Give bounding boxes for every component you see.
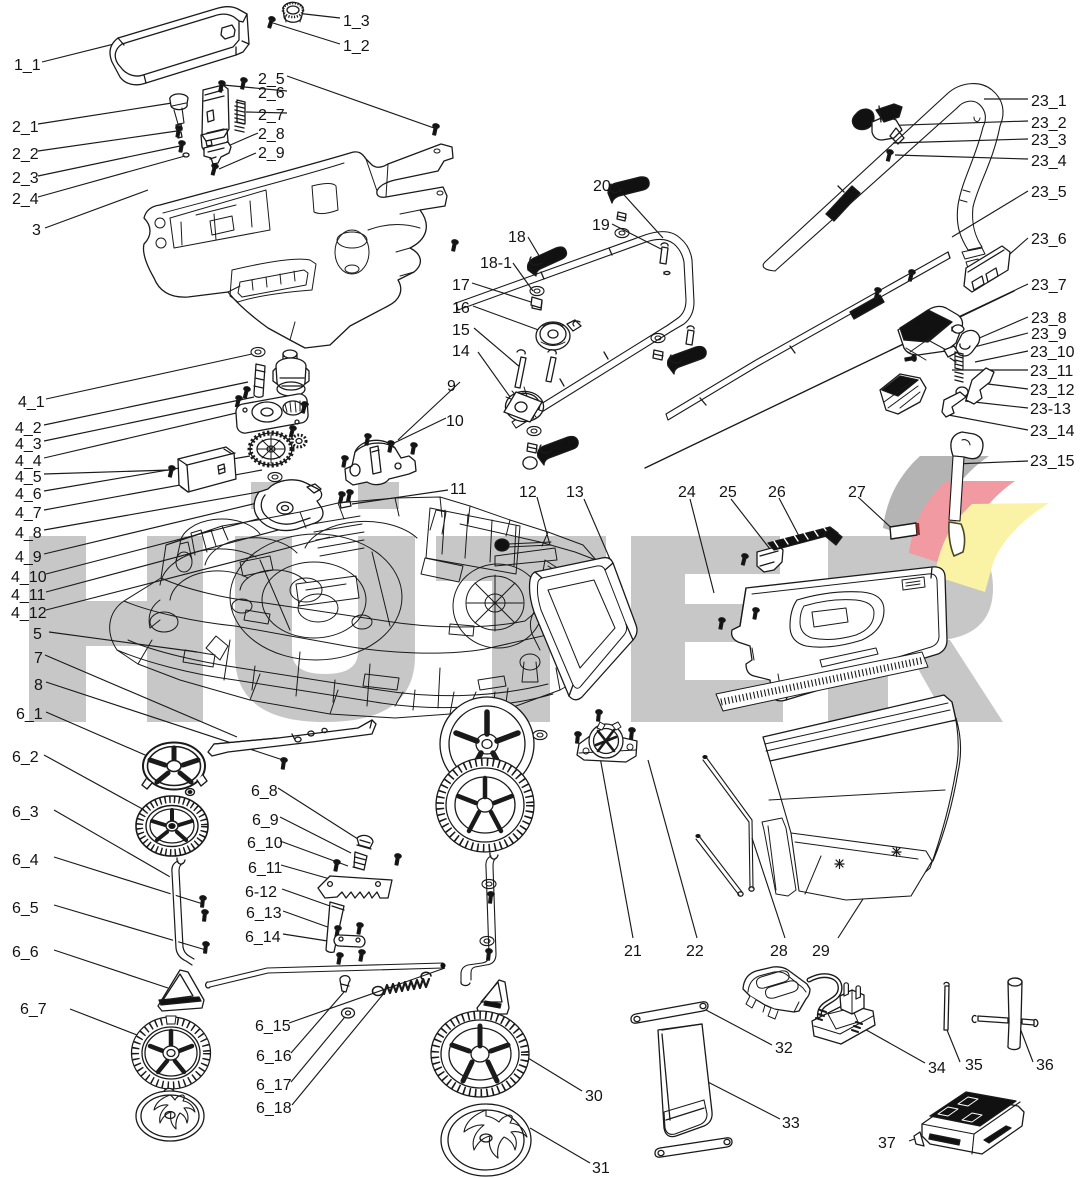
svg-text:4_7: 4_7 [15, 505, 42, 522]
svg-text:4_12: 4_12 [11, 605, 47, 622]
svg-text:10: 10 [446, 413, 464, 430]
svg-text:31: 31 [592, 1160, 610, 1177]
svg-text:26: 26 [768, 484, 786, 501]
svg-text:4_3: 4_3 [15, 436, 42, 453]
svg-text:1_3: 1_3 [343, 13, 370, 30]
svg-text:23_3: 23_3 [1031, 132, 1067, 149]
svg-text:6_18: 6_18 [256, 1100, 292, 1117]
svg-text:6_11: 6_11 [248, 860, 283, 877]
svg-text:2_6: 2_6 [258, 85, 285, 102]
svg-text:4_1: 4_1 [18, 394, 45, 411]
svg-text:2_9: 2_9 [258, 145, 285, 162]
svg-text:6_2: 6_2 [12, 749, 39, 766]
svg-text:23_9: 23_9 [1031, 326, 1067, 343]
svg-text:3: 3 [32, 222, 41, 239]
svg-text:15: 15 [452, 322, 470, 339]
svg-text:37: 37 [878, 1135, 896, 1152]
svg-text:6_4: 6_4 [12, 852, 39, 869]
svg-text:32: 32 [775, 1040, 793, 1057]
svg-text:4_8: 4_8 [15, 525, 42, 542]
svg-text:13: 13 [566, 484, 584, 501]
svg-text:4_9: 4_9 [15, 549, 42, 566]
svg-text:6_7: 6_7 [20, 1001, 47, 1018]
svg-text:6_5: 6_5 [12, 900, 39, 917]
svg-text:23_10: 23_10 [1030, 344, 1075, 361]
svg-text:23_12: 23_12 [1030, 382, 1075, 399]
svg-text:6_10: 6_10 [247, 835, 283, 852]
svg-text:2_7: 2_7 [258, 107, 285, 124]
svg-text:2_2: 2_2 [12, 146, 39, 163]
svg-text:33: 33 [782, 1115, 800, 1132]
svg-text:23-13: 23-13 [1030, 401, 1071, 418]
svg-text:23_2: 23_2 [1031, 115, 1067, 132]
svg-text:36: 36 [1036, 1057, 1054, 1074]
svg-text:6_3: 6_3 [12, 804, 39, 821]
svg-text:6_14: 6_14 [245, 929, 281, 946]
svg-text:23_15: 23_15 [1030, 453, 1075, 470]
svg-text:7: 7 [34, 650, 43, 667]
svg-text:6_1: 6_1 [16, 706, 43, 723]
svg-text:1_2: 1_2 [343, 38, 370, 55]
svg-text:5: 5 [33, 626, 42, 643]
svg-text:9: 9 [447, 378, 456, 395]
svg-text:6_6: 6_6 [12, 944, 39, 961]
svg-text:22: 22 [686, 943, 704, 960]
svg-text:34: 34 [928, 1060, 946, 1077]
svg-text:6_16: 6_16 [256, 1048, 292, 1065]
svg-text:24: 24 [678, 484, 696, 501]
svg-text:23_7: 23_7 [1031, 277, 1067, 294]
svg-text:23_8: 23_8 [1031, 310, 1067, 327]
svg-text:20: 20 [593, 178, 611, 195]
svg-text:29: 29 [812, 943, 830, 960]
svg-text:4_5: 4_5 [15, 469, 42, 486]
svg-text:23_14: 23_14 [1030, 423, 1075, 440]
svg-text:6_8: 6_8 [251, 783, 278, 800]
svg-text:12: 12 [519, 484, 537, 501]
svg-text:2_4: 2_4 [12, 191, 39, 208]
svg-text:23_6: 23_6 [1031, 231, 1067, 248]
svg-text:1_1: 1_1 [14, 57, 41, 74]
svg-text:6-12: 6-12 [245, 884, 277, 901]
svg-text:28: 28 [770, 943, 788, 960]
svg-text:23_4: 23_4 [1031, 153, 1067, 170]
svg-text:4_11: 4_11 [11, 587, 46, 604]
svg-text:25: 25 [719, 484, 737, 501]
svg-text:23_1: 23_1 [1031, 93, 1067, 110]
svg-text:2_5: 2_5 [258, 71, 285, 88]
svg-text:6_15: 6_15 [255, 1018, 291, 1035]
svg-text:2_1: 2_1 [12, 119, 39, 136]
svg-text:23_11: 23_11 [1030, 363, 1073, 380]
svg-text:8: 8 [34, 677, 43, 694]
svg-text:11: 11 [450, 481, 467, 498]
svg-text:4_4: 4_4 [15, 453, 42, 470]
svg-text:6_13: 6_13 [246, 905, 282, 922]
svg-text:4_10: 4_10 [11, 569, 47, 586]
svg-text:4_6: 4_6 [15, 486, 42, 503]
svg-text:35: 35 [965, 1057, 983, 1074]
svg-text:6_9: 6_9 [252, 812, 279, 829]
svg-text:6_17: 6_17 [256, 1077, 292, 1094]
svg-text:4_2: 4_2 [15, 420, 42, 437]
svg-text:14: 14 [452, 343, 470, 360]
svg-text:18: 18 [508, 229, 526, 246]
svg-text:2_3: 2_3 [12, 170, 39, 187]
svg-text:30: 30 [585, 1088, 603, 1105]
svg-text:2_8: 2_8 [258, 126, 285, 143]
svg-text:23_5: 23_5 [1031, 184, 1067, 201]
svg-text:17: 17 [452, 277, 470, 294]
svg-text:16: 16 [452, 300, 470, 317]
svg-text:21: 21 [624, 943, 642, 960]
svg-text:18-1: 18-1 [480, 255, 512, 272]
svg-text:27: 27 [848, 484, 866, 501]
svg-text:19: 19 [592, 217, 610, 234]
